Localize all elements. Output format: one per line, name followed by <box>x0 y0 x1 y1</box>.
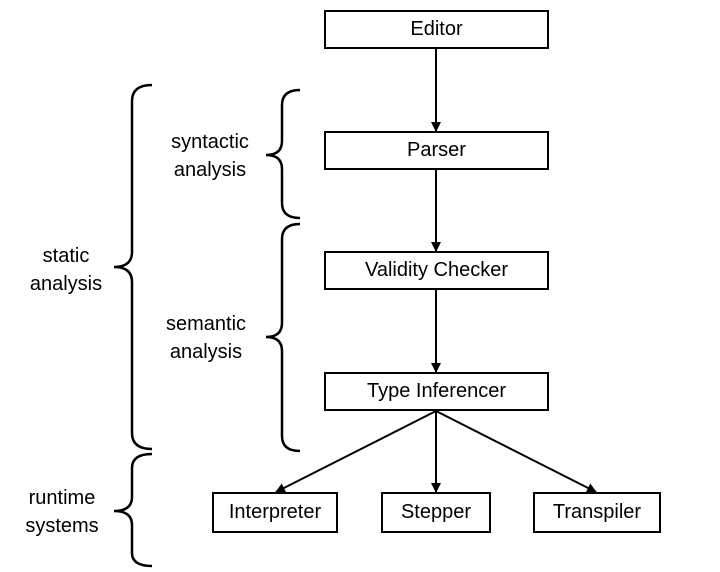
node-parser-label: Parser <box>407 139 466 161</box>
label-semantic-analysis: semantic analysis <box>155 310 257 366</box>
arrow-type-transpiler <box>435 410 597 493</box>
label-syntactic-line1: syntactic <box>171 131 249 153</box>
node-stepper: Stepper <box>381 492 491 533</box>
label-syntactic-line2: analysis <box>173 159 247 181</box>
brace-syntactic <box>265 88 301 220</box>
brace-static <box>113 83 153 451</box>
node-type-inferencer-label: Type Inferencer <box>367 380 506 402</box>
label-semantic-line1: semantic <box>165 313 247 335</box>
node-validity-checker: Validity Checker <box>324 251 549 290</box>
node-parser: Parser <box>324 131 549 170</box>
node-interpreter-label: Interpreter <box>228 501 322 523</box>
label-static-analysis: static analysis <box>16 242 116 298</box>
node-validity-checker-label: Validity Checker <box>364 259 509 281</box>
label-static-line2: analysis <box>29 273 103 295</box>
label-runtime-line2: systems <box>25 515 99 537</box>
label-runtime-systems: runtime systems <box>12 484 112 540</box>
label-semantic-line2: analysis <box>169 341 243 363</box>
node-editor-label: Editor <box>410 18 463 40</box>
node-interpreter: Interpreter <box>212 492 338 533</box>
node-type-inferencer: Type Inferencer <box>324 372 549 411</box>
brace-semantic <box>265 222 301 453</box>
node-transpiler-label: Transpiler <box>552 501 642 523</box>
arrow-type-interpreter <box>275 410 437 493</box>
label-syntactic-analysis: syntactic analysis <box>160 128 260 184</box>
label-static-line1: static <box>42 245 90 267</box>
brace-runtime <box>113 452 153 568</box>
label-runtime-line1: runtime <box>28 487 96 509</box>
node-editor: Editor <box>324 10 549 49</box>
node-transpiler: Transpiler <box>533 492 661 533</box>
node-stepper-label: Stepper <box>400 501 472 523</box>
